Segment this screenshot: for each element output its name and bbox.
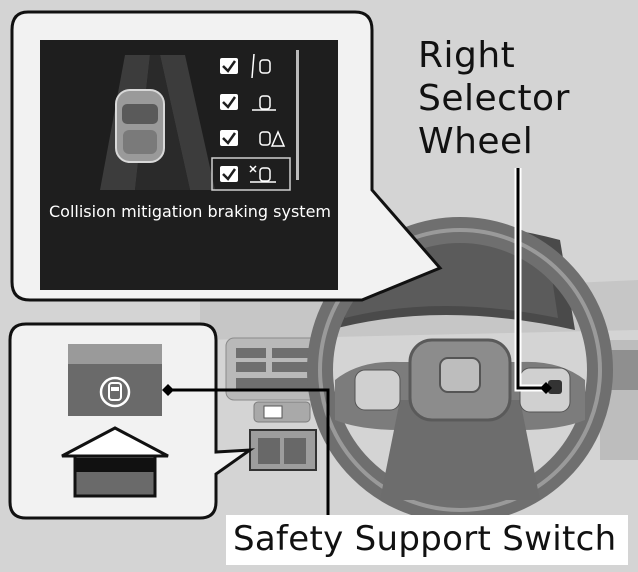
display-callout <box>10 10 443 302</box>
safety-support-icon <box>99 376 131 408</box>
collision-braking-icon <box>249 165 276 183</box>
car-graphic <box>100 55 215 190</box>
feature-menu <box>211 53 291 191</box>
menu-item[interactable] <box>220 94 276 111</box>
menu-selection-frame <box>211 157 291 191</box>
feature-caption: Collision mitigation braking system <box>48 202 331 221</box>
right-selector-wheel-label: Right Selector Wheel <box>418 35 570 162</box>
menu-item[interactable] <box>220 130 286 147</box>
menu-item[interactable] <box>220 53 271 79</box>
leader-lines <box>162 168 552 522</box>
check-mark-icon <box>222 132 237 145</box>
safety-support-label-background <box>226 515 628 565</box>
road-departure-icon <box>252 95 276 111</box>
menu-scrollbar <box>296 50 299 180</box>
safety-support-switch-label: Safety Support Switch <box>233 519 617 559</box>
check-mark-icon <box>222 168 237 181</box>
switch-callout <box>8 322 256 520</box>
traffic-sign-icon <box>259 130 286 147</box>
check-mark-icon <box>222 60 237 73</box>
lane-keep-icon <box>251 53 271 79</box>
right-selector-wheel <box>548 380 562 394</box>
push-arrow-icon <box>61 426 169 498</box>
check-mark-icon <box>222 96 237 109</box>
steering-wheel <box>307 217 613 523</box>
menu-item[interactable] <box>211 157 291 191</box>
